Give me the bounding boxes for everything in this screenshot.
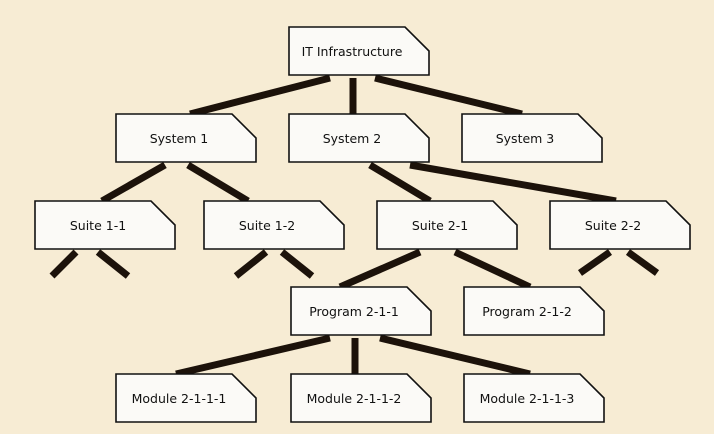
node-module-2-1-1-1: Module 2-1-1-1 <box>115 373 257 423</box>
edge-s21-p212 <box>453 248 532 291</box>
stub <box>279 249 315 279</box>
box-shape <box>203 200 345 250</box>
edge-sys2-s22 <box>409 161 617 205</box>
node-label: Program 2-1-2 <box>482 303 572 319</box>
node-label: System 3 <box>495 130 555 146</box>
box-shape <box>463 373 605 423</box>
box-shape <box>34 200 176 250</box>
box-shape <box>115 113 257 163</box>
edge-sys1-s12 <box>186 161 250 205</box>
node-module-2-1-1-3: Module 2-1-1-3 <box>463 373 605 423</box>
edge-sys2-s21 <box>368 161 432 205</box>
node-program-2-1-1: Program 2-1-1 <box>290 286 432 336</box>
node-suite-2-2: Suite 2-2 <box>549 200 691 250</box>
box-shape <box>290 286 432 336</box>
box-shape <box>288 26 430 76</box>
node-label: Program 2-1-1 <box>309 303 399 319</box>
node-it-infrastructure: IT Infrastructure <box>288 26 430 76</box>
node-suite-1-1: Suite 1-1 <box>34 200 176 250</box>
node-label: Suite 1-1 <box>69 217 127 233</box>
node-label: Module 2-1-1-2 <box>306 390 402 406</box>
stub <box>625 249 660 276</box>
stub <box>233 249 269 279</box>
edge-sys1-s11 <box>100 161 167 205</box>
edge-it-sys1 <box>189 74 331 118</box>
box-shape <box>463 286 605 336</box>
node-label: IT Infrastructure <box>301 43 403 59</box>
edge-p211-m2113 <box>379 334 531 378</box>
edge-s21-p211 <box>338 248 422 291</box>
box-shape <box>376 200 518 250</box>
box-shape <box>288 113 430 163</box>
edge-p211-m2111 <box>175 334 331 378</box>
node-suite-2-1: Suite 2-1 <box>376 200 518 250</box>
node-label: Suite 2-1 <box>411 217 469 233</box>
edge-it-sys3 <box>374 74 523 118</box>
node-system-1: System 1 <box>115 113 257 163</box>
node-label: Suite 1-2 <box>238 217 296 233</box>
stub <box>49 249 79 279</box>
box-shape <box>290 373 432 423</box>
box-shape <box>115 373 257 423</box>
node-label: Module 2-1-1-1 <box>131 390 227 406</box>
node-label: Suite 2-2 <box>584 217 642 233</box>
node-module-2-1-1-2: Module 2-1-1-2 <box>290 373 432 423</box>
node-system-2: System 2 <box>288 113 430 163</box>
stub <box>95 249 131 279</box>
node-label: Module 2-1-1-3 <box>479 390 575 406</box>
node-system-3: System 3 <box>461 113 603 163</box>
node-label: System 2 <box>322 130 382 146</box>
stub <box>577 249 613 276</box>
node-suite-1-2: Suite 1-2 <box>203 200 345 250</box>
node-program-2-1-2: Program 2-1-2 <box>463 286 605 336</box>
node-label: System 1 <box>149 130 209 146</box>
box-shape <box>461 113 603 163</box>
box-shape <box>549 200 691 250</box>
